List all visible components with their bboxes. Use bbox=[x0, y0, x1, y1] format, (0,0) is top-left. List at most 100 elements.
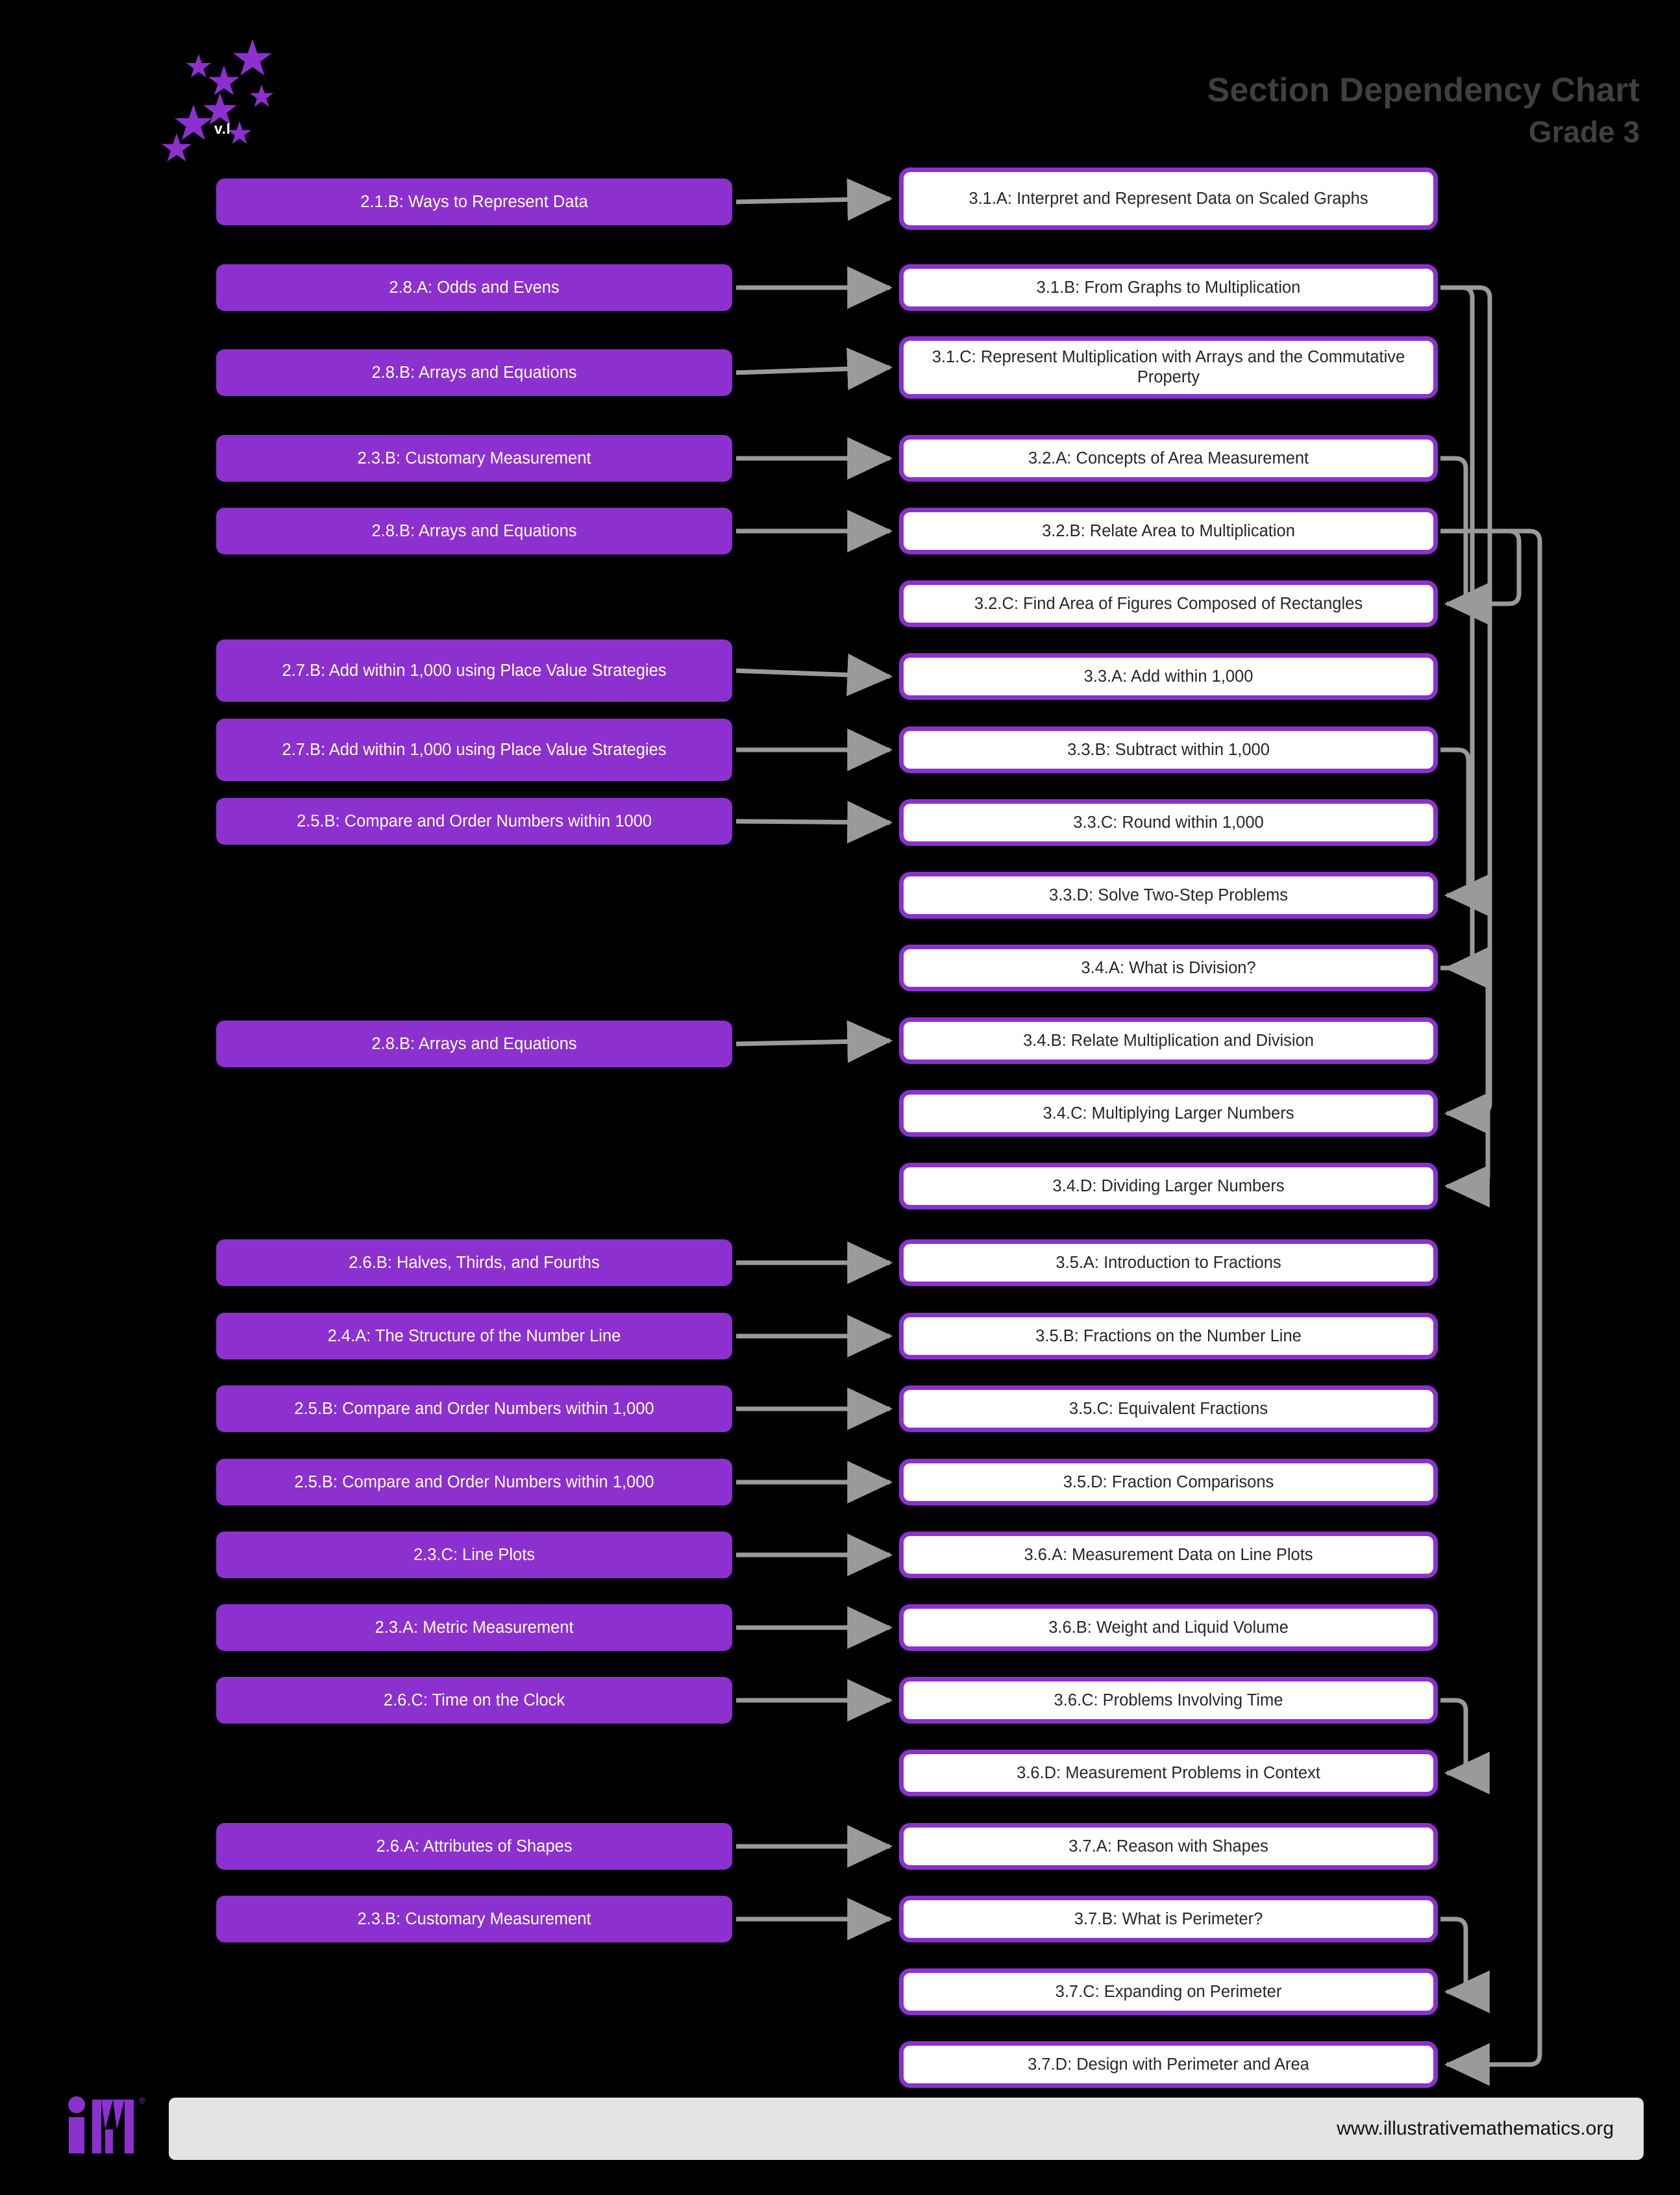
node-label: 3.1.B: From Graphs to Multiplication bbox=[1036, 278, 1301, 297]
node-label: 3.7.B: What is Perimeter? bbox=[1074, 1909, 1263, 1928]
prereq-node-l18[interactable]: 2.3.B: Customary Measurement bbox=[216, 1896, 732, 1942]
prereq-node-l17[interactable]: 2.6.A: Attributes of Shapes bbox=[216, 1823, 732, 1870]
node-label: 3.6.C: Problems Involving Time bbox=[1054, 1691, 1283, 1709]
section-node-r3[interactable]: 3.1.C: Represent Multiplication with Arr… bbox=[899, 336, 1438, 399]
node-label: 2.3.C: Line Plots bbox=[413, 1545, 536, 1564]
prereq-node-l2[interactable]: 2.8.A: Odds and Evens bbox=[216, 264, 732, 311]
connector-L9-to-R12 bbox=[735, 1020, 893, 1063]
node-label: 2.3.B: Customary Measurement bbox=[357, 449, 591, 467]
node-label: 2.7.B: Add within 1,000 using Place Valu… bbox=[282, 740, 667, 759]
node-label: 2.6.C: Time on the Clock bbox=[383, 1691, 565, 1709]
section-node-r20[interactable]: 3.6.B: Weight and Liquid Volume bbox=[899, 1604, 1438, 1651]
node-label: 2.6.A: Attributes of Shapes bbox=[376, 1837, 573, 1855]
node-label: 3.4.D: Dividing Larger Numbers bbox=[1052, 1176, 1285, 1195]
prereq-node-l16[interactable]: 2.6.C: Time on the Clock bbox=[216, 1677, 732, 1724]
node-label: 3.2.C: Find Area of Figures Composed of … bbox=[974, 594, 1363, 613]
node-label: 2.8.B: Arrays and Equations bbox=[371, 1034, 577, 1053]
star-icon bbox=[161, 133, 192, 162]
stars-logo bbox=[161, 36, 312, 179]
node-label: 3.1.C: Represent Multiplication with Arr… bbox=[932, 348, 1405, 386]
section-node-r15[interactable]: 3.5.A: Introduction to Fractions bbox=[899, 1239, 1438, 1286]
star-icon bbox=[175, 105, 212, 140]
section-node-r6[interactable]: 3.2.C: Find Area of Figures Composed of … bbox=[899, 580, 1438, 627]
node-label: 3.6.D: Measurement Problems in Context bbox=[1017, 1763, 1320, 1782]
section-node-r18[interactable]: 3.5.D: Fraction Comparisons bbox=[899, 1459, 1438, 1506]
node-label: 3.2.A: Concepts of Area Measurement bbox=[1028, 449, 1309, 467]
node-label: 3.4.A: What is Division? bbox=[1081, 958, 1256, 977]
prereq-node-l13[interactable]: 2.5.B: Compare and Order Numbers within … bbox=[216, 1459, 732, 1506]
node-label: 2.3.B: Customary Measurement bbox=[357, 1909, 591, 1928]
section-node-r4[interactable]: 3.2.A: Concepts of Area Measurement bbox=[899, 435, 1438, 482]
connector-L6-to-R7 bbox=[735, 653, 893, 697]
prereq-node-l5[interactable]: 2.8.B: Arrays and Equations bbox=[216, 508, 732, 554]
prereq-node-l4[interactable]: 2.3.B: Customary Measurement bbox=[216, 435, 732, 482]
connector-R8-to-R10 bbox=[1440, 747, 1490, 917]
node-label: 3.6.B: Weight and Liquid Volume bbox=[1048, 1618, 1289, 1637]
connector-R2-to-R11 bbox=[1440, 285, 1490, 989]
prereq-node-l8[interactable]: 2.5.B: Compare and Order Numbers within … bbox=[216, 798, 732, 845]
star-icon bbox=[227, 121, 252, 144]
section-node-r23[interactable]: 3.7.A: Reason with Shapes bbox=[899, 1823, 1438, 1870]
connector-R11-to-R14 bbox=[1440, 965, 1490, 1208]
node-label: 2.1.B: Ways to Represent Data bbox=[360, 192, 588, 211]
node-label: 3.6.A: Measurement Data on Line Plots bbox=[1024, 1545, 1313, 1564]
section-node-r11[interactable]: 3.4.A: What is Division? bbox=[899, 945, 1438, 991]
node-label: 2.5.B: Compare and Order Numbers within … bbox=[296, 812, 652, 830]
section-node-r19[interactable]: 3.6.A: Measurement Data on Line Plots bbox=[899, 1532, 1438, 1578]
section-node-r10[interactable]: 3.3.D: Solve Two-Step Problems bbox=[899, 872, 1438, 919]
version-label: v.I bbox=[214, 120, 231, 137]
node-label: 2.3.A: Metric Measurement bbox=[375, 1618, 574, 1637]
prereq-node-l11[interactable]: 2.4.A: The Structure of the Number Line bbox=[216, 1313, 732, 1359]
section-node-r7[interactable]: 3.3.A: Add within 1,000 bbox=[899, 653, 1438, 700]
prereq-node-l7[interactable]: 2.7.B: Add within 1,000 using Place Valu… bbox=[216, 719, 732, 781]
prereq-node-l3[interactable]: 2.8.B: Arrays and Equations bbox=[216, 349, 732, 396]
prereq-node-l6[interactable]: 2.7.B: Add within 1,000 using Place Valu… bbox=[216, 639, 732, 702]
star-icon bbox=[186, 54, 212, 78]
node-label: 2.8.B: Arrays and Equations bbox=[371, 363, 577, 382]
prereq-node-l15[interactable]: 2.3.A: Metric Measurement bbox=[216, 1604, 732, 1651]
section-node-r26[interactable]: 3.7.D: Design with Perimeter and Area bbox=[899, 2041, 1438, 2088]
section-node-r2[interactable]: 3.1.B: From Graphs to Multiplication bbox=[899, 264, 1438, 311]
section-node-r24[interactable]: 3.7.B: What is Perimeter? bbox=[899, 1896, 1438, 1942]
section-node-r16[interactable]: 3.5.B: Fractions on the Number Line bbox=[899, 1313, 1438, 1359]
node-label: 3.4.B: Relate Multiplication and Divisio… bbox=[1023, 1031, 1314, 1050]
prereq-node-l10[interactable]: 2.6.B: Halves, Thirds, and Fourths bbox=[216, 1239, 732, 1286]
section-node-r9[interactable]: 3.3.C: Round within 1,000 bbox=[899, 799, 1438, 846]
section-node-r17[interactable]: 3.5.C: Equivalent Fractions bbox=[899, 1385, 1438, 1432]
section-node-r8[interactable]: 3.3.B: Subtract within 1,000 bbox=[899, 726, 1438, 773]
node-label: 3.1.A: Interpret and Represent Data on S… bbox=[969, 189, 1368, 208]
connector-L3-to-R3 bbox=[735, 347, 893, 391]
section-node-r12[interactable]: 3.4.B: Relate Multiplication and Divisio… bbox=[899, 1017, 1438, 1064]
prereq-node-l1[interactable]: 2.1.B: Ways to Represent Data bbox=[216, 179, 732, 225]
node-label: 3.7.C: Expanding on Perimeter bbox=[1055, 1982, 1282, 2001]
section-node-r22[interactable]: 3.6.D: Measurement Problems in Context bbox=[899, 1750, 1438, 1796]
node-label: 2.7.B: Add within 1,000 using Place Valu… bbox=[282, 661, 667, 680]
node-label: 3.2.B: Relate Area to Multiplication bbox=[1042, 521, 1295, 540]
section-node-r21[interactable]: 3.6.C: Problems Involving Time bbox=[899, 1677, 1438, 1724]
node-label: 2.5.B: Compare and Order Numbers within … bbox=[294, 1399, 654, 1418]
star-icon bbox=[249, 84, 274, 107]
connector-R5-to-R26 bbox=[1440, 528, 1542, 2086]
connector-R21-to-R22 bbox=[1440, 1698, 1490, 1794]
section-node-r14[interactable]: 3.4.D: Dividing Larger Numbers bbox=[899, 1163, 1438, 1209]
node-label: 3.3.C: Round within 1,000 bbox=[1073, 813, 1264, 832]
node-label: 3.7.D: Design with Perimeter and Area bbox=[1028, 2055, 1309, 2074]
footer-url[interactable]: www.illustrativemathematics.org bbox=[1337, 2118, 1614, 2139]
node-label: 3.5.D: Fraction Comparisons bbox=[1063, 1472, 1274, 1491]
section-node-r5[interactable]: 3.2.B: Relate Area to Multiplication bbox=[899, 508, 1438, 554]
illustrative-mathematics-logo: ® bbox=[68, 2096, 145, 2153]
connector-L1-to-R1 bbox=[735, 178, 893, 221]
connector-L8-to-R9 bbox=[735, 800, 893, 844]
page-subtitle: Grade 3 bbox=[1528, 115, 1640, 149]
svg-text:®: ® bbox=[139, 2096, 145, 2105]
section-node-r25[interactable]: 3.7.C: Expanding on Perimeter bbox=[899, 1968, 1438, 2015]
node-label: 3.3.D: Solve Two-Step Problems bbox=[1048, 886, 1289, 904]
section-node-r13[interactable]: 3.4.C: Multiplying Larger Numbers bbox=[899, 1090, 1438, 1137]
page-title: Section Dependency Chart bbox=[1207, 71, 1640, 109]
prereq-node-l12[interactable]: 2.5.B: Compare and Order Numbers within … bbox=[216, 1385, 732, 1432]
star-icon bbox=[208, 66, 240, 95]
section-node-r1[interactable]: 3.1.A: Interpret and Represent Data on S… bbox=[899, 167, 1438, 230]
connector-R2-to-R13 bbox=[1440, 285, 1492, 1135]
prereq-node-l14[interactable]: 2.3.C: Line Plots bbox=[216, 1532, 732, 1578]
prereq-node-l9[interactable]: 2.8.B: Arrays and Equations bbox=[216, 1021, 732, 1067]
